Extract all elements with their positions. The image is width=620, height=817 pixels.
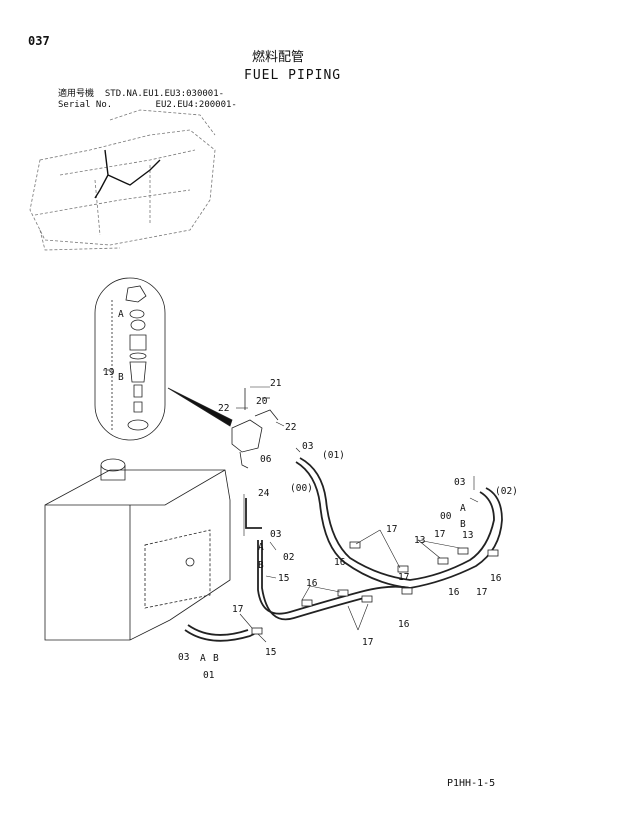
fuel-tank — [44, 458, 231, 641]
callout-17-right: 17 — [434, 529, 445, 540]
footer-code: P1HH-1-5 — [447, 778, 496, 789]
page-number: 037 — [28, 34, 50, 48]
callout-b-right: B — [460, 519, 466, 530]
excavator-outline — [29, 109, 216, 251]
callout-15-bottom: 15 — [265, 647, 276, 658]
serial-label-en: Serial No. — [58, 100, 113, 110]
serial-label-jp: 適用号機 — [58, 89, 95, 99]
callout-16-right: 16 — [448, 587, 460, 598]
callout-06: 06 — [260, 454, 272, 465]
filter-assembly — [231, 388, 279, 469]
callout-16-bottom: 16 — [398, 619, 410, 630]
callout-b-detail: B — [118, 372, 124, 383]
serial-block: 適用号機 STD.NA.EU1.EU3:030001- Serial No. E… — [58, 89, 237, 111]
leader-wedge — [167, 387, 233, 427]
serial-value-1: STD.NA.EU1.EU3:030001- — [104, 89, 225, 99]
callout-16-top: 16 — [334, 557, 346, 568]
callout-a-detail: A — [118, 309, 124, 320]
callout-17-bottom: 17 — [362, 637, 373, 648]
callout-15: 15 — [278, 573, 289, 584]
callout-01-paren: (01) — [322, 450, 345, 461]
callout-13-left: 13 — [414, 535, 425, 546]
serial-value-2: EU2.EU4:200001- — [155, 100, 237, 110]
callout-21: 21 — [270, 378, 282, 389]
callout-16-left: 16 — [306, 578, 318, 589]
title-japanese: 燃料配管 — [252, 50, 305, 65]
callout-03: 03 — [302, 441, 313, 452]
callout-b-mid: B — [258, 560, 264, 571]
callout-b-bottom: B — [213, 653, 219, 664]
capsule-parts — [103, 285, 149, 431]
callout-02: 02 — [283, 552, 294, 563]
callout-17-left: 17 — [232, 604, 243, 615]
title-english: FUEL PIPING — [244, 68, 342, 83]
callout-labels: 21 22 20 22 06 03 (01) (00) 24 03 A 02 B… — [103, 309, 518, 681]
callout-16-far: 16 — [490, 573, 502, 584]
callout-03-bottom: 03 — [178, 652, 189, 663]
callout-00: 00 — [440, 511, 452, 522]
callout-a-right: A — [460, 503, 466, 514]
callout-00-paren: (00) — [290, 483, 313, 494]
callout-13-right: 13 — [462, 530, 473, 541]
harness-in-excavator — [94, 149, 161, 199]
callout-a-mid: A — [258, 542, 264, 553]
detail-capsule — [94, 277, 166, 441]
clamps — [251, 541, 499, 635]
leader-lines — [236, 386, 479, 643]
callout-24: 24 — [258, 488, 270, 499]
callout-20: 20 — [256, 396, 268, 407]
callout-03-right: 03 — [454, 477, 465, 488]
callout-22: 22 — [218, 403, 229, 414]
callout-01: 01 — [203, 670, 215, 681]
callout-19: 19 — [103, 367, 115, 378]
callout-17-far: 17 — [476, 587, 487, 598]
callout-03-mid: 03 — [270, 529, 281, 540]
callout-02-paren: (02) — [495, 486, 518, 497]
callout-17-mid: 17 — [398, 572, 409, 583]
callout-22-right: 22 — [285, 422, 296, 433]
callout-a-bottom: A — [200, 653, 206, 664]
callout-17-top: 17 — [386, 524, 397, 535]
